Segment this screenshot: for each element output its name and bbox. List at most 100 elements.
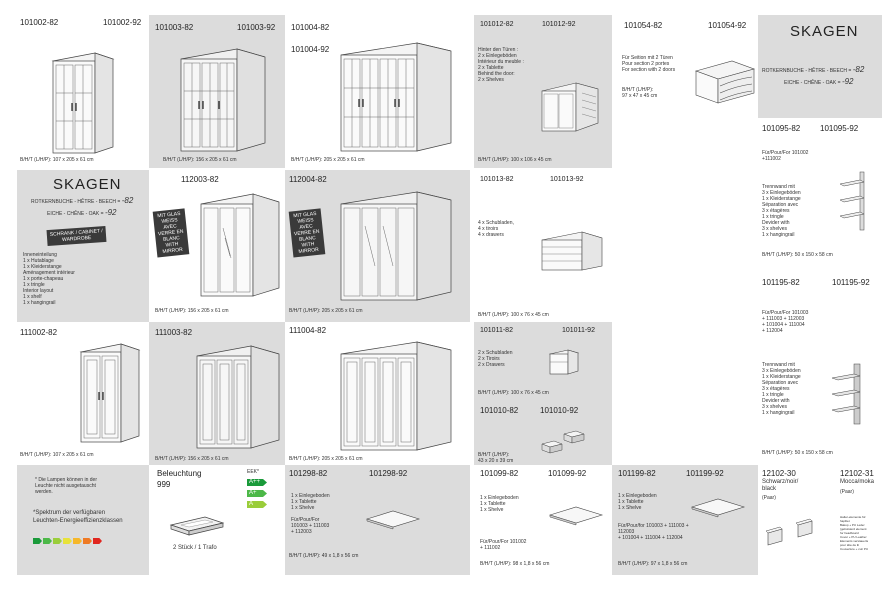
- dimensions: B/H/T (L/H/P): 100 x 106 x 45 cm: [478, 157, 552, 163]
- dimensions: B/H/T (L/H/P): 205 x 205 x 61 cm: [291, 157, 365, 163]
- item-number: 112004-82: [289, 175, 327, 184]
- finish-beech: ROTKERNBUCHE - HÊTRE - BEECH = -82: [31, 196, 134, 205]
- dresser-image: [541, 231, 603, 271]
- item-number: 101195-82: [762, 278, 800, 287]
- item-number: 101095-82: [762, 124, 801, 133]
- drawer-insert-text: Für Seition mit 2 Türen Pour section 2 p…: [622, 55, 676, 73]
- product-cell-112004: 112004-82 MIT GLAS WEISS AVEC VERRE EN B…: [285, 170, 470, 322]
- wardrobe-mirror-3-door-image: [200, 193, 280, 297]
- product-cell-101012: 101012-82 101012-92 Hinter den Türen : 2…: [474, 15, 612, 168]
- dimensions: B/H/T (L/H/P): 50 x 150 x 58 cm: [762, 450, 833, 456]
- wardrobe-4-door-image: [340, 341, 452, 451]
- nightstand-text: 2 x Schubladen 2 x Tiroirs 2 x Drawers: [478, 350, 513, 368]
- dimensions: B/H/T (L/H/P): 97 x 1,8 x 56 cm: [618, 561, 688, 567]
- item-number-alt: 101054-92: [708, 21, 747, 30]
- item-number-alt: 101012-92: [542, 21, 576, 28]
- product-cell-101003: 101003-82 101003-92 B/H/T (L/H/P): 156 x…: [149, 15, 285, 168]
- energy-spectrum-note: *Spektrum der verfügbaren Leuchten-Energ…: [33, 510, 123, 524]
- product-cell-101298: 101298-82 101298-92 1 x Einlegeboden 1 x…: [285, 465, 470, 575]
- drawer-boxes-image: [541, 430, 585, 454]
- shelf-image: [690, 498, 746, 518]
- item-number: 101013-82: [480, 176, 514, 183]
- shelf-text: 1 x Einlegeboden 1 x Tablette 1 x Shelve: [618, 493, 657, 511]
- wardrobe-3-door-image: [196, 345, 280, 449]
- dimensions: B/H/T (L/H/P): 43 x 20 x 39 cm: [478, 452, 514, 464]
- product-cell-101099: 101099-82 101099-92 1 x Einlegeboden 1 x…: [474, 465, 612, 575]
- cabinet-badge: SCHRANK / CABINET / WARDROBE: [46, 225, 107, 247]
- item-number-alt: 101010-92: [540, 406, 579, 415]
- color-black: Schwarz/noir/ black: [762, 479, 799, 492]
- product-cell-101013: 101013-82 101013-92 4 x Schubladen, 4 x …: [474, 170, 612, 322]
- wardrobe-4-door-image: [340, 42, 452, 152]
- energy-class-a-plus: A+: [247, 490, 267, 497]
- shelf-text: 1 x Einlegeboden 1 x Tablette 1 x Shelve: [291, 493, 330, 511]
- product-cell-111004: 111004-82 B/H/T (L/H/P): 205 x 205 x 61 …: [285, 322, 470, 465]
- lamp-info-cell: * Die Lampen können in der Leuchte nicht…: [17, 465, 149, 575]
- dimensions: B/H/T (L/H/P): 205 x 205 x 61 cm: [289, 456, 363, 462]
- dimensions: B/H/T (L/H/P): 107 x 205 x 61 cm: [20, 157, 94, 163]
- finish-oak: EICHE - CHÊNE - OAK = -92: [784, 77, 854, 86]
- product-cell-101010: 101010-82 101010-92 B/H/T (L/H/P): 43 x …: [474, 402, 612, 465]
- shelf-fits: Für/Pour/for 101003 + 111003 + 112003 + …: [618, 523, 689, 541]
- product-cell-101011: 101011-82 101011-92 2 x Schubladen 2 x T…: [474, 322, 612, 402]
- item-number-alt: 101004-92: [291, 45, 330, 54]
- dimensions: B/H/T (L/H/P): 107 x 205 x 61 cm: [20, 452, 94, 458]
- divider-image: [831, 363, 861, 425]
- skagen-info-cell: SKAGEN ROTKERNBUCHE - HÊTRE - BEECH = -8…: [17, 170, 149, 322]
- item-number: 101054-82: [624, 21, 663, 30]
- product-cell-111002: 111002-82 B/H/T (L/H/P): 107 x 205 x 61 …: [17, 322, 149, 465]
- divider-fits: Für/Pour/For 101002 +111002: [762, 150, 809, 162]
- sideboard-image: [541, 82, 599, 132]
- pair-label-alt: (Paar): [840, 489, 854, 495]
- shelf-text: 1 x Einlegeboden 1 x Tablette 1 x Shelve: [480, 495, 519, 513]
- dresser-text: 4 x Schubladen, 4 x tiroirs 4 x drawers: [478, 220, 514, 238]
- item-number-alt: 101095-92: [820, 124, 859, 133]
- shelf-image: [548, 506, 604, 526]
- lighting-cell: Beleuchtung 999 EEK* A++ A+ A 2 Stück / …: [149, 465, 285, 575]
- shelf-fits: Für/Pour/For 101003 + 111003 + 112003: [291, 517, 330, 535]
- item-number-alt: 101199-92: [686, 469, 724, 478]
- dimensions: B/H/T (L/H/P): 97 x 47 x 45 cm: [622, 87, 658, 99]
- headboard-description: Halter-elemente für haplitet Bakup + PU …: [840, 515, 869, 551]
- dimensions: B/H/T (L/H/P): 50 x 150 x 58 cm: [762, 252, 833, 258]
- dimensions: B/H/T (L/H/P): 156 x 205 x 61 cm: [155, 308, 229, 314]
- item-number-alt: 101011-92: [562, 327, 595, 334]
- item-number: 111004-82: [289, 326, 327, 335]
- finish-beech: ROTKERNBUCHE - HÊTRE - BEECH = -82: [762, 65, 865, 74]
- divider-text: Trennwand mit 3 x Einlegeböden 1 x Kleid…: [762, 362, 801, 416]
- item-number: 101298-82: [289, 469, 328, 478]
- item-number-alt: 101002-92: [103, 18, 142, 27]
- wardrobe-mirror-4-door-image: [340, 191, 452, 301]
- headboard-elements-image: [765, 518, 813, 546]
- item-number-alt: 101195-92: [832, 278, 870, 287]
- product-cell-101095: 101095-82 101095-92 Für/Pour/For 101002 …: [758, 118, 882, 270]
- item-number: 101010-82: [480, 406, 519, 415]
- product-cell-101054: 101054-82 101054-92 Für Seition mit 2 Tü…: [612, 15, 758, 168]
- energy-class-a: A: [247, 501, 267, 508]
- drawer-insert-image: [695, 60, 755, 104]
- product-cell-112003: 112003-82 MIT GLAS WEISS AVEC VERRE EN B…: [149, 170, 285, 322]
- item-number: 101004-82: [291, 23, 330, 32]
- nightstand-image: [548, 349, 580, 375]
- product-cell-101004: 101004-82 101004-92 B/H/T (L/H/P): 205 x…: [285, 15, 470, 168]
- dimensions: B/H/T (L/H/P): 205 x 205 x 61 cm: [289, 308, 363, 314]
- product-cell-101199: 101199-82 101199-92 1 x Einlegeboden 1 x…: [612, 465, 758, 575]
- lighting-quantity: 2 Stück / 1 Trafo: [173, 545, 217, 551]
- energy-scale: [33, 531, 103, 549]
- item-number-alt: 101003-92: [237, 23, 276, 32]
- mirror-badge: MIT GLAS WEISS AVEC VERRE EN BLANC WITH …: [152, 208, 189, 258]
- dimensions: B/H/T (L/H/P): 100 x 76 x 45 cm: [478, 312, 549, 318]
- finish-oak: EICHE - CHÊNE - OAK = -92: [47, 208, 117, 217]
- product-cell-12102: 12102-30 Schwarz/noir/ black (Paar) 1210…: [758, 465, 882, 575]
- dimensions: B/H/T (L/H/P): 156 x 205 x 61 cm: [163, 157, 237, 163]
- lamp-note: * Die Lampen können in der Leuchte nicht…: [35, 477, 97, 495]
- divider-image: [839, 171, 865, 231]
- product-cell-101195: 101195-82 101195-92 Für/Pour/For 101003 …: [758, 270, 882, 465]
- item-number-alt: 101099-92: [548, 469, 587, 478]
- dimensions: B/H/T (L/H/P): 100 x 76 x 45 cm: [478, 390, 549, 396]
- item-number: 101002-82: [20, 18, 59, 27]
- interior-layout: Inneneinteilung 1 x Hutablage 1 x Kleide…: [23, 252, 75, 306]
- item-number: 101003-82: [155, 23, 194, 32]
- product-cell-111003: 111003-82 B/H/T (L/H/P): 156 x 205 x 61 …: [149, 322, 285, 465]
- item-number: 111002-82: [20, 328, 58, 337]
